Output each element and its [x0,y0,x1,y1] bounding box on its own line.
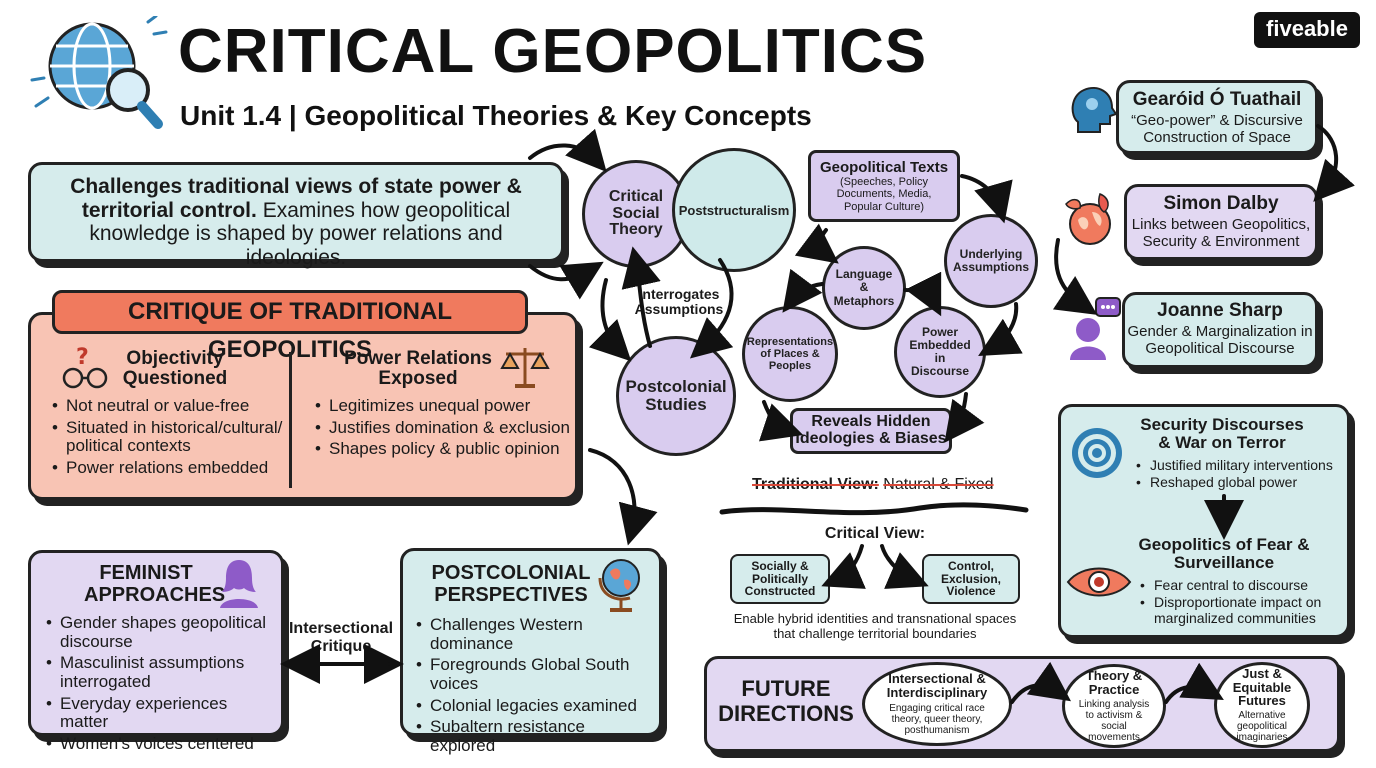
thinker-card-tuathail: Gearóid Ó Tuathail “Geo-power” & Discurs… [1116,80,1318,154]
venn-c3-label: Postcolonial Studies [625,376,727,414]
socially-constructed-label: Socially & Politically Constructed [744,559,816,599]
underlying-label: Underlying Assumptions [953,246,1030,274]
list-item: Masculinist assumptions interrogated [44,653,276,691]
control-exclusion-label: Control, Exclusion, Violence [940,559,1002,599]
woman-silhouette-icon [214,556,264,608]
future-step-title: Theory & Practice [1085,668,1143,697]
list-item: Justifies domination & exclusion [313,418,571,438]
security-list-1: Justified military interventions Reshape… [1134,457,1344,491]
future-step-3: Just & Equitable Futures Alternative geo… [1214,662,1310,748]
representations-label: Representations of Places & Peoples [746,335,834,373]
future-step-desc: Linking analysis to activism & social mo… [1078,698,1150,743]
reveals-label: Reveals Hidden Ideologies & Biases [795,413,947,447]
venn-postcolonial-studies: Postcolonial Studies [616,336,736,456]
socially-constructed-box: Socially & Politically Constructed [730,554,830,604]
security-title-2: Geopolitics of Fear & Surveillance [1138,535,1310,572]
list-item: Situated in historical/cultural/ politic… [50,418,285,456]
venn-c1-label: Critical Social Theory [608,187,664,239]
list-item: Foregrounds Global South voices [414,655,654,693]
intersectional-critique-label: Intersectional Critique [288,620,394,656]
list-item: Reshaped global power [1134,474,1344,491]
list-item: Power relations embedded [50,458,285,478]
geopolitical-texts-title: Geopolitical Texts [819,159,949,177]
list-item: Shapes policy & public opinion [313,440,571,459]
future-step-2: Theory & Practice Linking analysis to ac… [1062,664,1166,748]
list-item: Fear central to discourse [1138,577,1344,594]
postcolonial-title: POSTCOLONIAL PERSPECTIVES [431,562,591,606]
critique-right-heading: Power Relations Exposed [344,348,492,389]
security-list-2: Fear central to discourse Disproportiona… [1138,577,1344,626]
head-profile-icon [1066,82,1118,136]
language-label: Language & Metaphors [833,267,895,308]
list-item: Subaltern resistance explored [414,717,654,755]
intro-box: Challenges traditional views of state po… [28,162,564,269]
list-item: Not neutral or value-free [50,396,285,416]
future-step-desc: Alternative geopolitical imaginaries [1236,709,1288,743]
list-item: Legitimizes unequal power [313,396,571,416]
list-item: Challenges Western dominance [414,615,654,653]
list-item: Women's voices centered [44,734,276,754]
woman-speech-icon [1066,296,1122,362]
traditional-view-value: Natural & Fixed [883,476,994,493]
security-title-1: Security Discourses & War on Terror [1140,415,1304,452]
postcolonial-list: Challenges Western dominance Foregrounds… [414,615,654,756]
representations-node: Representations of Places & Peoples [742,306,838,402]
traditional-view: Traditional View: Natural & Fixed [752,476,994,494]
page-title: CRITICAL GEOPOLITICS [178,17,928,86]
list-item: Gender shapes geopolitical discourse [44,613,276,651]
future-step-title: Intersectional & Interdisciplinary [886,670,988,700]
globe-stand-icon [594,552,648,614]
brand-logo: fiveable [1254,12,1360,48]
venn-c2-label: Poststructuralism [678,202,790,218]
brand-name: fiveable [1266,16,1348,41]
thinker-card-dalby: Simon Dalby Links between Geopolitics, S… [1124,184,1318,260]
future-step-title: Just & Equitable Futures [1232,666,1292,709]
critique-divider [289,352,292,488]
views-caption: Enable hybrid identities and transnation… [733,611,1017,641]
list-item: Disproportionate impact on marginalized … [1138,595,1344,626]
intro-bold: Challenges traditional views of state po… [70,175,522,222]
critique-right-list: Legitimizes unequal power Justifies domi… [313,396,571,459]
thinker-desc: “Geo-power” & Discursive Construction of… [1131,112,1303,146]
list-item: Colonial legacies examined [414,696,654,716]
geopolitical-texts-sub: (Speeches, Policy Documents, Media, Popu… [836,176,932,213]
page-subtitle: Unit 1.4 | Geopolitical Theories & Key C… [180,100,812,131]
future-title: FUTURE DIRECTIONS [718,676,854,727]
list-item: Justified military interventions [1134,457,1344,474]
thinker-name: Joanne Sharp [1157,300,1283,321]
eye-icon [1066,562,1132,602]
future-step-1: Intersectional & Interdisciplinary Engag… [862,662,1012,746]
feminist-title: FEMINIST APPROACHES [84,562,226,606]
power-label: Power Embedded in Discourse [909,324,971,379]
venn-center: Interrogates Assumptions [634,286,724,318]
critical-view-label: Critical View: [824,525,926,542]
geopolitical-texts-box: Geopolitical Texts (Speeches, Policy Doc… [808,150,960,222]
thinker-desc: Gender & Marginalization in Geopolitical… [1127,323,1313,357]
list-item: Everyday experiences matter [44,694,276,732]
power-discourse-node: Power Embedded in Discourse [894,306,986,398]
language-metaphors-node: Language & Metaphors [822,246,906,330]
scales-icon [500,344,550,390]
underlying-assumptions-node: Underlying Assumptions [944,214,1038,308]
thinker-card-sharp: Joanne Sharp Gender & Marginalization in… [1122,292,1318,368]
thinker-name: Gearóid Ó Tuathail [1132,89,1302,110]
feminist-list: Gender shapes geopolitical discourse Mas… [44,613,276,754]
intro-rest: Examines how geopolitical knowledge is s… [89,198,511,269]
thinker-desc: Links between Geopolitics, Security & En… [1131,216,1311,250]
critique-title-banner: CRITIQUE OF TRADITIONAL GEOPOLITICS [52,290,528,363]
future-step-desc: Engaging critical race theory, queer the… [889,703,985,737]
venn-poststructuralism: Poststructuralism [672,148,796,272]
svg-text:?: ? [76,345,89,370]
target-icon [1070,426,1124,480]
reveals-box: Reveals Hidden Ideologies & Biases [790,408,952,454]
thinker-name: Simon Dalby [1163,193,1279,214]
critique-left-heading: Objectivity Questioned [122,348,228,389]
header-globe-icon [30,14,170,136]
glasses-question-icon: ? [60,344,110,390]
traditional-view-label: Traditional View: [752,476,879,493]
critique-left-list: Not neutral or value-free Situated in hi… [50,396,285,478]
earth-leaf-icon [1060,190,1120,248]
control-exclusion-box: Control, Exclusion, Violence [922,554,1020,604]
